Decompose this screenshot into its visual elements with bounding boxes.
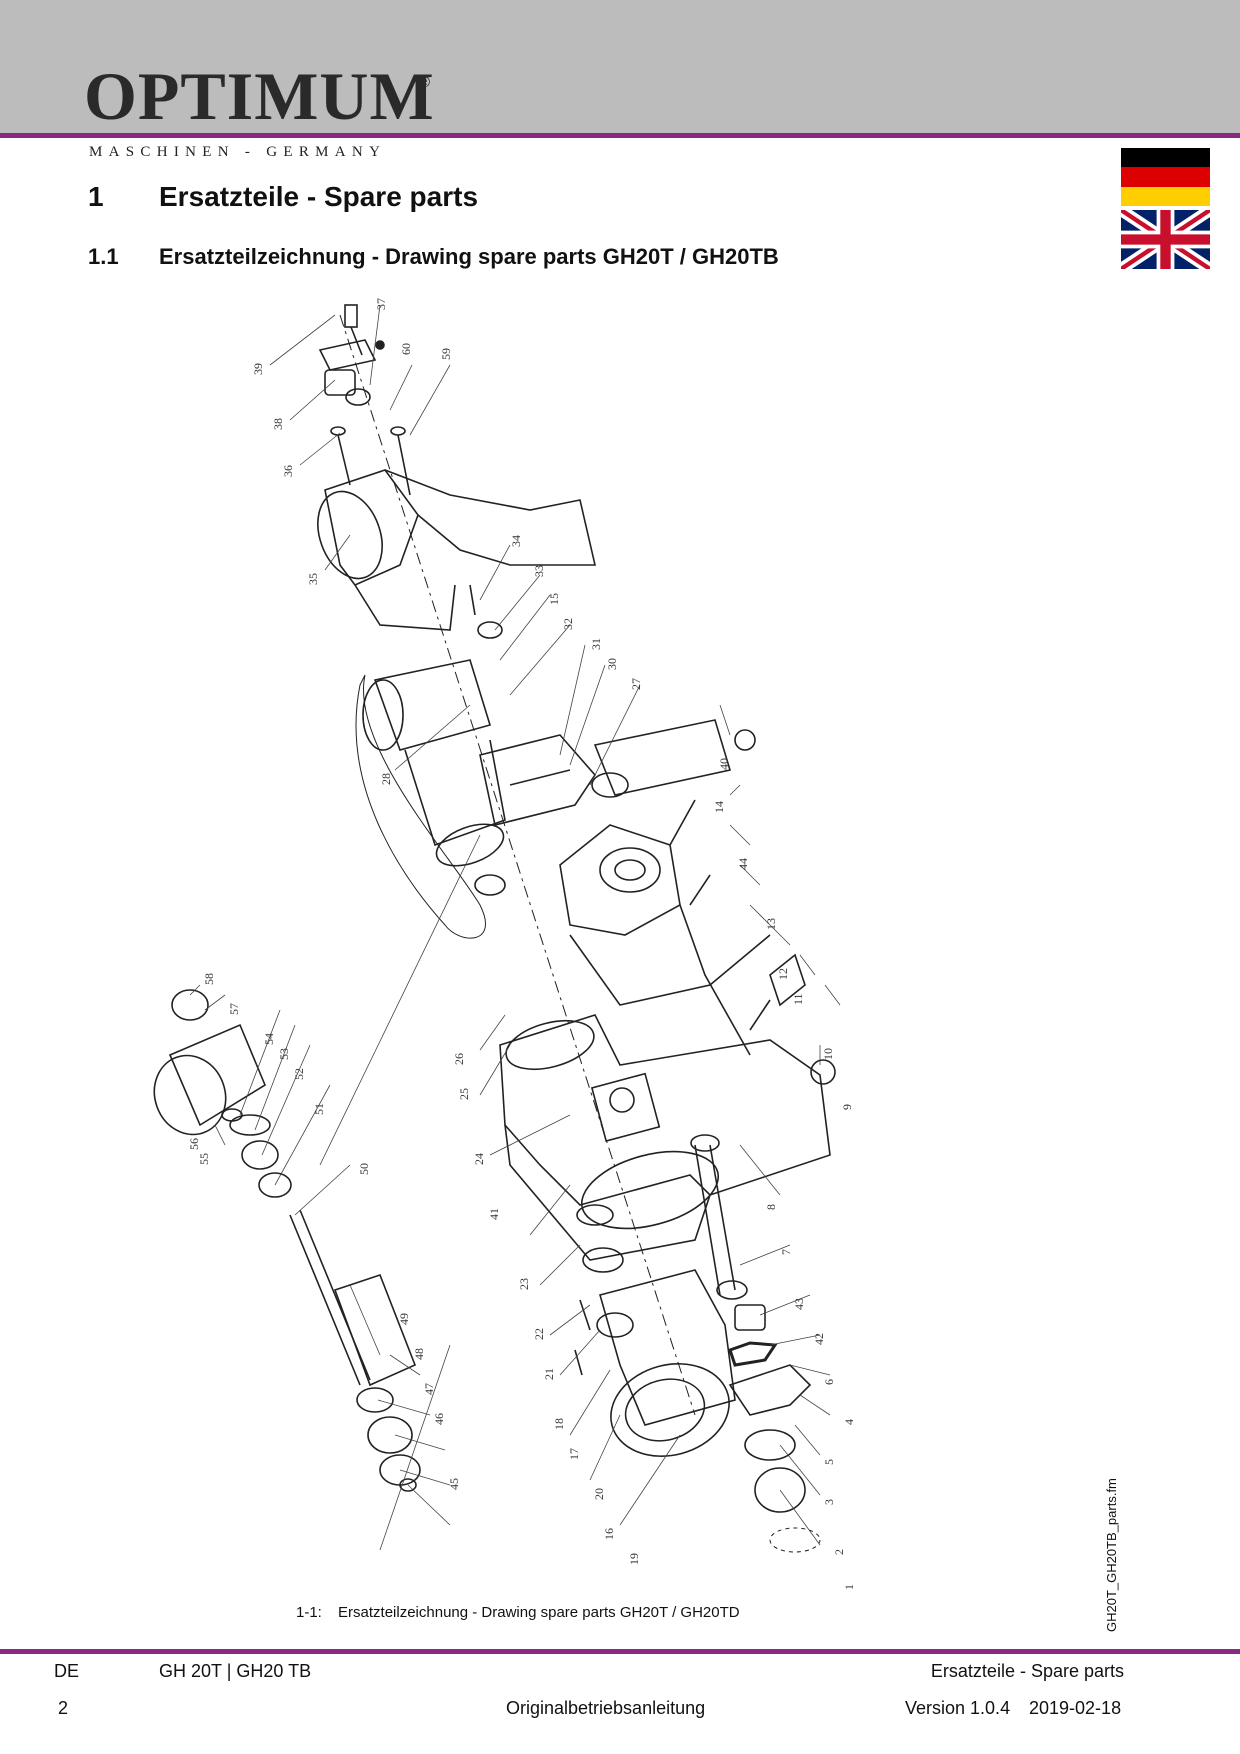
flag-germany-icon[interactable] bbox=[1121, 148, 1210, 206]
part-number-15: 15 bbox=[547, 593, 561, 605]
footer-chapter: Ersatzteile - Spare parts bbox=[930, 1661, 1124, 1681]
footer-rule bbox=[0, 1649, 1240, 1654]
footer-date: 2019-02-18 bbox=[1029, 1698, 1122, 1718]
part-number-43: 43 bbox=[792, 1298, 806, 1310]
part-number-24: 24 bbox=[472, 1153, 486, 1165]
part-number-4: 4 bbox=[842, 1419, 856, 1425]
figure-number: 1-1: bbox=[296, 1604, 322, 1621]
flag-united-kingdom-icon[interactable] bbox=[1121, 210, 1210, 269]
part-number-20: 20 bbox=[592, 1488, 606, 1500]
part-number-46: 46 bbox=[432, 1413, 446, 1425]
part-number-55: 55 bbox=[197, 1153, 211, 1165]
part-number-60: 60 bbox=[399, 343, 413, 355]
part-number-9: 9 bbox=[840, 1104, 854, 1110]
part-number-8: 8 bbox=[764, 1204, 778, 1210]
part-number-40: 40 bbox=[717, 758, 731, 770]
part-number-45: 45 bbox=[447, 1478, 461, 1490]
part-number-37: 37 bbox=[374, 298, 388, 310]
footer-model: GH 20T | GH20 TB bbox=[159, 1661, 312, 1681]
header-band bbox=[0, 0, 1240, 133]
figure-caption-text: Ersatzteilzeichnung - Drawing spare part… bbox=[338, 1604, 740, 1621]
part-number-34: 34 bbox=[509, 535, 523, 547]
part-number-48: 48 bbox=[412, 1348, 426, 1360]
part-number-52: 52 bbox=[292, 1068, 306, 1080]
exploded-parts-drawing: 39 38 36 35 37 60 59 34 33 15 32 31 30 2… bbox=[153, 298, 856, 1590]
part-number-41: 41 bbox=[487, 1208, 501, 1220]
header-rule bbox=[0, 133, 1240, 138]
part-number-14: 14 bbox=[712, 801, 726, 813]
part-number-38: 38 bbox=[271, 418, 285, 430]
part-number-19: 19 bbox=[627, 1553, 641, 1565]
part-number-58: 58 bbox=[202, 973, 216, 985]
section-title: Ersatzteile - Spare parts bbox=[159, 181, 479, 212]
part-number-27: 27 bbox=[629, 678, 643, 690]
footer-language: DE bbox=[54, 1661, 80, 1681]
part-number-2: 2 bbox=[832, 1549, 846, 1555]
part-number-12: 12 bbox=[776, 968, 790, 980]
part-number-39: 39 bbox=[251, 363, 265, 375]
part-number-51: 51 bbox=[312, 1103, 326, 1115]
part-number-42: 42 bbox=[812, 1333, 826, 1345]
part-number-22: 22 bbox=[532, 1328, 546, 1340]
footer-doc-type: Originalbetriebsanleitung bbox=[506, 1698, 706, 1718]
footer-page-number: 2 bbox=[58, 1698, 69, 1718]
part-number-57: 57 bbox=[227, 1003, 241, 1015]
section-number: 1 bbox=[88, 181, 104, 212]
part-number-53: 53 bbox=[277, 1048, 291, 1060]
part-number-11: 11 bbox=[791, 993, 805, 1005]
subsection-title: Ersatzteilzeichnung - Drawing spare part… bbox=[159, 244, 779, 269]
part-number-21: 21 bbox=[542, 1368, 556, 1380]
brand-logo: OPTIMUM bbox=[84, 58, 435, 134]
part-number-13: 13 bbox=[764, 918, 778, 930]
part-number-32: 32 bbox=[561, 618, 575, 630]
part-number-5: 5 bbox=[822, 1459, 836, 1465]
part-number-50: 50 bbox=[357, 1163, 371, 1175]
part-number-10: 10 bbox=[821, 1048, 835, 1060]
footer-version: Version 1.0.4 bbox=[905, 1698, 1011, 1718]
part-number-16: 16 bbox=[602, 1528, 616, 1540]
figure-caption: 1-1: Ersatzteilzeichnung - Drawing spare… bbox=[296, 1604, 740, 1621]
brand-subtitle: MASCHINEN - GERMANY bbox=[89, 144, 387, 160]
part-number-28: 28 bbox=[379, 773, 393, 785]
part-number-18: 18 bbox=[552, 1418, 566, 1430]
part-number-31: 31 bbox=[589, 638, 603, 650]
part-number-3: 3 bbox=[822, 1499, 836, 1505]
part-number-35: 35 bbox=[306, 573, 320, 585]
part-number-59: 59 bbox=[439, 348, 453, 360]
part-number-30: 30 bbox=[605, 658, 619, 670]
part-number-56: 56 bbox=[187, 1138, 201, 1150]
part-number-36: 36 bbox=[281, 465, 295, 477]
registered-mark: ® bbox=[419, 74, 431, 91]
part-number-26: 26 bbox=[452, 1053, 466, 1065]
part-number-6: 6 bbox=[822, 1379, 836, 1385]
source-filename: GH20T_GH20TB_parts.fm bbox=[1104, 1478, 1119, 1632]
part-number-49: 49 bbox=[397, 1313, 411, 1325]
part-number-7: 7 bbox=[779, 1249, 793, 1255]
subsection-number: 1.1 bbox=[88, 244, 119, 269]
part-number-47: 47 bbox=[422, 1383, 436, 1395]
part-number-25: 25 bbox=[457, 1088, 471, 1100]
part-number-54: 54 bbox=[262, 1033, 276, 1045]
part-number-17: 17 bbox=[567, 1448, 581, 1460]
part-number-23: 23 bbox=[517, 1278, 531, 1290]
part-number-33: 33 bbox=[532, 565, 546, 577]
part-number-44: 44 bbox=[736, 858, 750, 870]
part-number-1: 1 bbox=[842, 1584, 856, 1590]
